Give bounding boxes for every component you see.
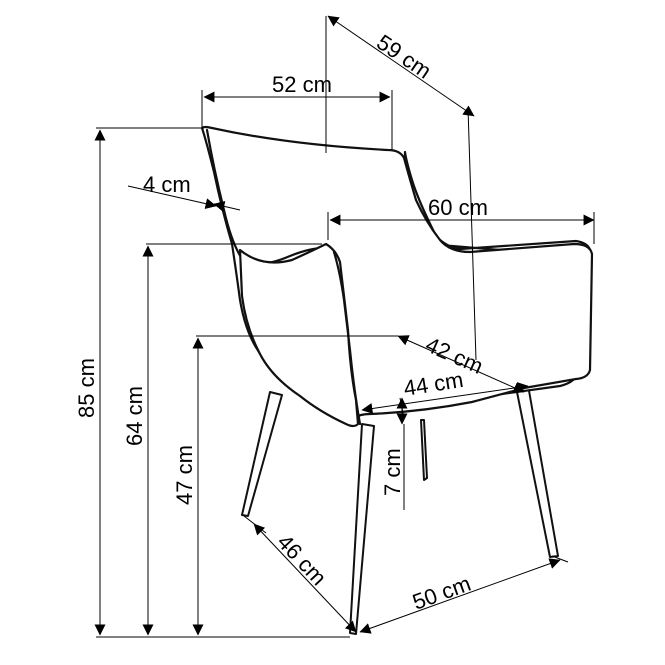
front-center-leg bbox=[349, 423, 375, 635]
label-backrest-thickness: 4 cm bbox=[143, 172, 191, 197]
label-top-depth: 59 cm bbox=[372, 29, 436, 83]
label-armrest-height: 64 cm bbox=[122, 386, 147, 446]
dim-line-59 bbox=[327, 15, 475, 117]
back-left-leg bbox=[420, 419, 428, 481]
dim-line-4 bbox=[127, 185, 217, 210]
front-right-leg bbox=[515, 384, 559, 558]
label-base-depth: 46 cm bbox=[272, 529, 331, 590]
chair-drawing bbox=[200, 125, 594, 635]
dim-line-50 bbox=[359, 558, 561, 634]
dim-line-44 bbox=[361, 382, 529, 414]
extension-lines bbox=[96, 16, 595, 638]
dimension-lines bbox=[94, 15, 595, 636]
label-total-height: 85 cm bbox=[74, 358, 99, 418]
label-cushion-thickness: 7 cm bbox=[380, 448, 405, 496]
left-armrest-piping bbox=[332, 250, 362, 426]
label-base-width: 50 cm bbox=[409, 571, 474, 615]
label-top-width: 52 cm bbox=[272, 72, 332, 97]
dim-line-46 bbox=[253, 523, 357, 633]
left-armrest bbox=[238, 242, 360, 428]
dim-line-4b bbox=[213, 200, 241, 212]
label-seat-height: 47 cm bbox=[172, 445, 197, 505]
front-left-leg bbox=[241, 391, 283, 517]
label-overall-width: 60 cm bbox=[428, 195, 488, 220]
